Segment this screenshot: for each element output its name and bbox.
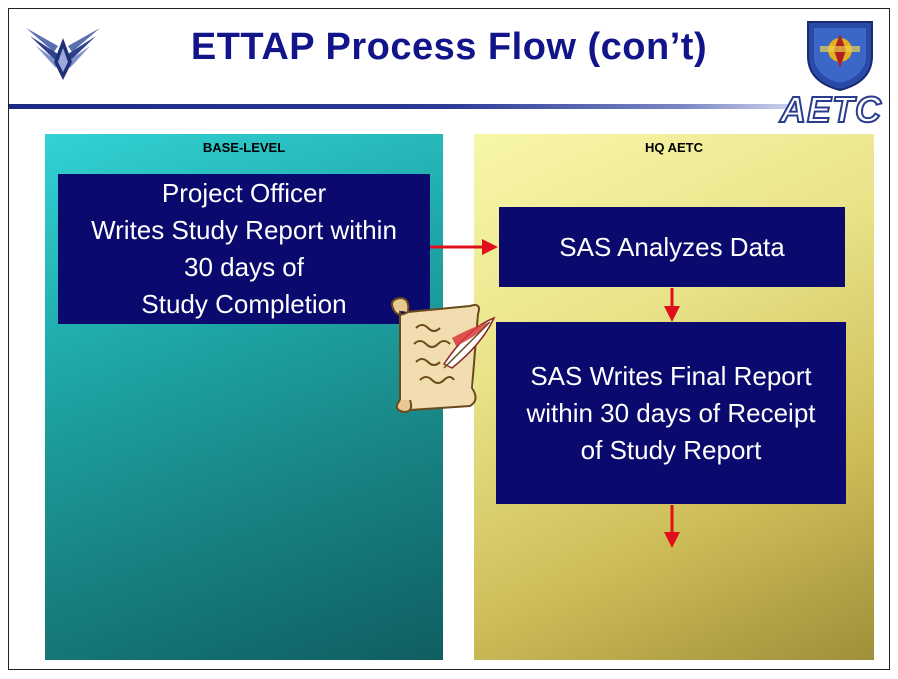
step-sas-final-report: SAS Writes Final Report within 30 days o… [496,322,846,504]
aetc-shield-icon [807,21,873,92]
step-sas-analyzes-data: SAS Analyzes Data [499,207,845,287]
hq-aetc-label: HQ AETC [644,140,704,155]
step-project-officer-report: Project Officer Writes Study Report with… [58,174,430,324]
scroll-quill-icon [391,296,496,414]
base-level-label: BASE-LEVEL [202,140,286,155]
aetc-logo: AETC [778,90,882,128]
step-2-text: SAS Analyzes Data [559,231,785,262]
svg-text:AETC: AETC [779,90,882,128]
step-3-text: SAS Writes Final Report within 30 days o… [526,360,816,465]
air-force-wings-icon [26,28,100,80]
slide-title: ETTAP Process Flow (con’t) [190,26,708,68]
title-divider [9,104,799,109]
step-1-text: Project Officer Writes Study Report with… [91,178,397,319]
